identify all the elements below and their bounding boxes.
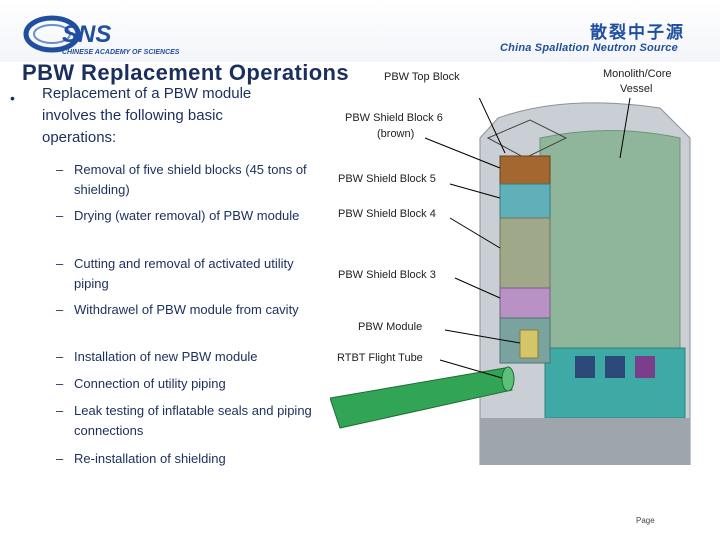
sub-item-8: Re-installation of shielding — [74, 451, 226, 466]
label-shield-4: PBW Shield Block 4 — [338, 208, 436, 220]
en-title: China Spallation Neutron Source — [500, 42, 678, 54]
sub-item-1: Removal of five shield blocks (45 tons o… — [74, 162, 307, 197]
label-monolith-line1: Monolith/Core — [603, 68, 672, 80]
sub-item-4: Withdrawel of PBW module from cavity — [74, 302, 299, 317]
pbw-cutaway-illustration — [330, 98, 720, 465]
bullet-icon: • — [10, 90, 15, 106]
label-shield-6-color: (brown) — [377, 128, 415, 140]
label-top-block: PBW Top Block — [384, 71, 460, 83]
page-number: Page — [636, 516, 655, 525]
dash-icon: – — [56, 451, 64, 466]
slide-header: SNS CHINESE ACADEMY OF SCIENCES 散裂中子源 Ch… — [0, 0, 720, 62]
dash-icon: – — [56, 256, 64, 271]
sub-item-5: Installation of new PBW module — [74, 349, 258, 364]
dash-icon: – — [56, 208, 64, 223]
dash-icon: – — [56, 162, 64, 177]
sub-item-7: Leak testing of inflatable seals and pip… — [74, 403, 312, 438]
label-shield-5: PBW Shield Block 5 — [338, 173, 436, 185]
label-flight-tube: RTBT Flight Tube — [337, 352, 423, 364]
label-shield-3: PBW Shield Block 3 — [338, 269, 436, 281]
label-monolith-line2: Vessel — [620, 83, 653, 95]
dash-icon: – — [56, 403, 64, 418]
svg-text:CHINESE ACADEMY OF SCIENCES: CHINESE ACADEMY OF SCIENCES — [62, 49, 180, 56]
sub-item-2: Drying (water removal) of PBW module — [74, 208, 300, 223]
dash-icon: – — [56, 302, 64, 317]
label-shield-6: PBW Shield Block 6 — [345, 112, 443, 124]
svg-text:SNS: SNS — [62, 21, 111, 48]
sub-item-3: Cutting and removal of activated utility… — [74, 256, 294, 291]
sns-logo-icon: SNS CHINESE ACADEMY OF SCIENCES — [23, 15, 180, 56]
slide-title: PBW Replacement Operations — [22, 60, 350, 85]
cn-title: 散裂中子源 — [590, 23, 685, 42]
sub-item-6: Connection of utility piping — [74, 376, 226, 391]
dash-icon: – — [56, 349, 64, 364]
label-pbw-module: PBW Module — [358, 321, 423, 333]
main-bullet-text: Replacement of a PBW module involves the… — [42, 85, 252, 146]
dash-icon: – — [56, 376, 64, 391]
